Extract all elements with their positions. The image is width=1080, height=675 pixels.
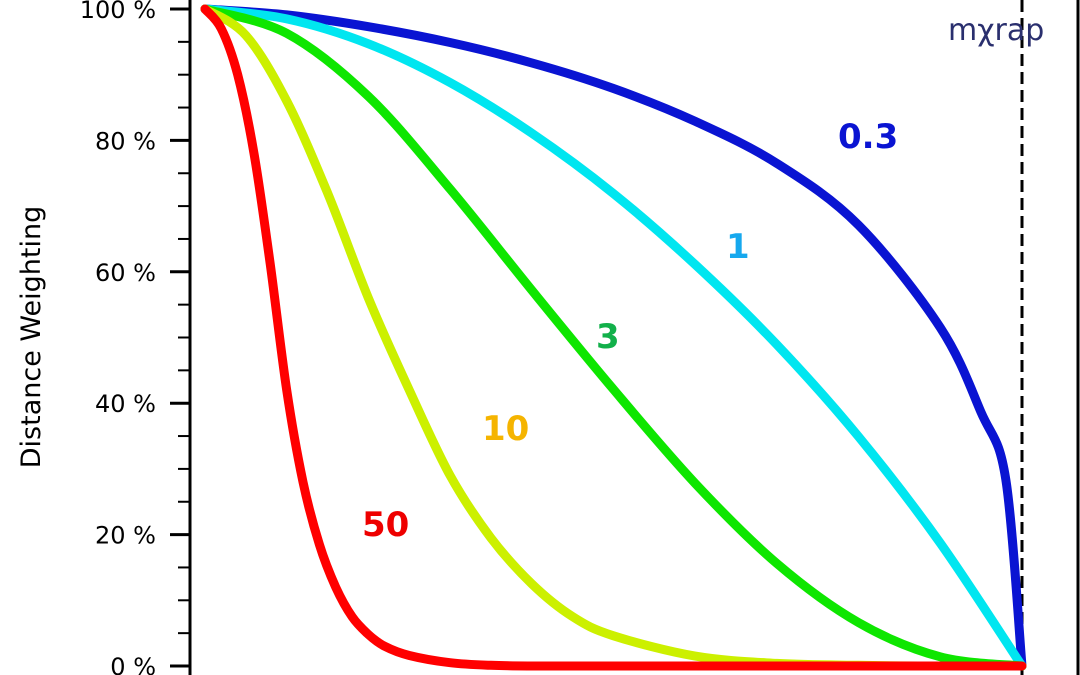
y-tick-label: 40 % <box>95 390 156 418</box>
series-label-10: 10 <box>482 409 529 449</box>
y-tick-label: 60 % <box>95 259 156 287</box>
series-line-1 <box>200 4 1027 671</box>
series-labels: 0.3 1 3 10 50 <box>362 117 898 545</box>
series-line-50 <box>200 4 1027 671</box>
series-line-0-3 <box>200 4 1027 671</box>
y-tick-label: 100 % <box>80 0 156 24</box>
series-line-3 <box>200 4 1027 671</box>
series-label-0-3: 0.3 <box>838 117 898 157</box>
series-label-50: 50 <box>362 505 409 545</box>
y-axis-label: Distance Weighting <box>16 206 47 468</box>
axes: 0 % 20 % 40 % 60 % 80 % 100 % <box>80 0 1080 675</box>
y-tick-label: 20 % <box>95 522 156 550</box>
series-layer <box>200 4 1027 671</box>
series-label-3: 3 <box>596 317 620 357</box>
series-label-1: 1 <box>726 227 750 267</box>
y-tick-label: 80 % <box>95 127 156 155</box>
y-tick-label: 0 % <box>110 653 156 675</box>
brand-logo-text: mχrap <box>948 13 1044 48</box>
